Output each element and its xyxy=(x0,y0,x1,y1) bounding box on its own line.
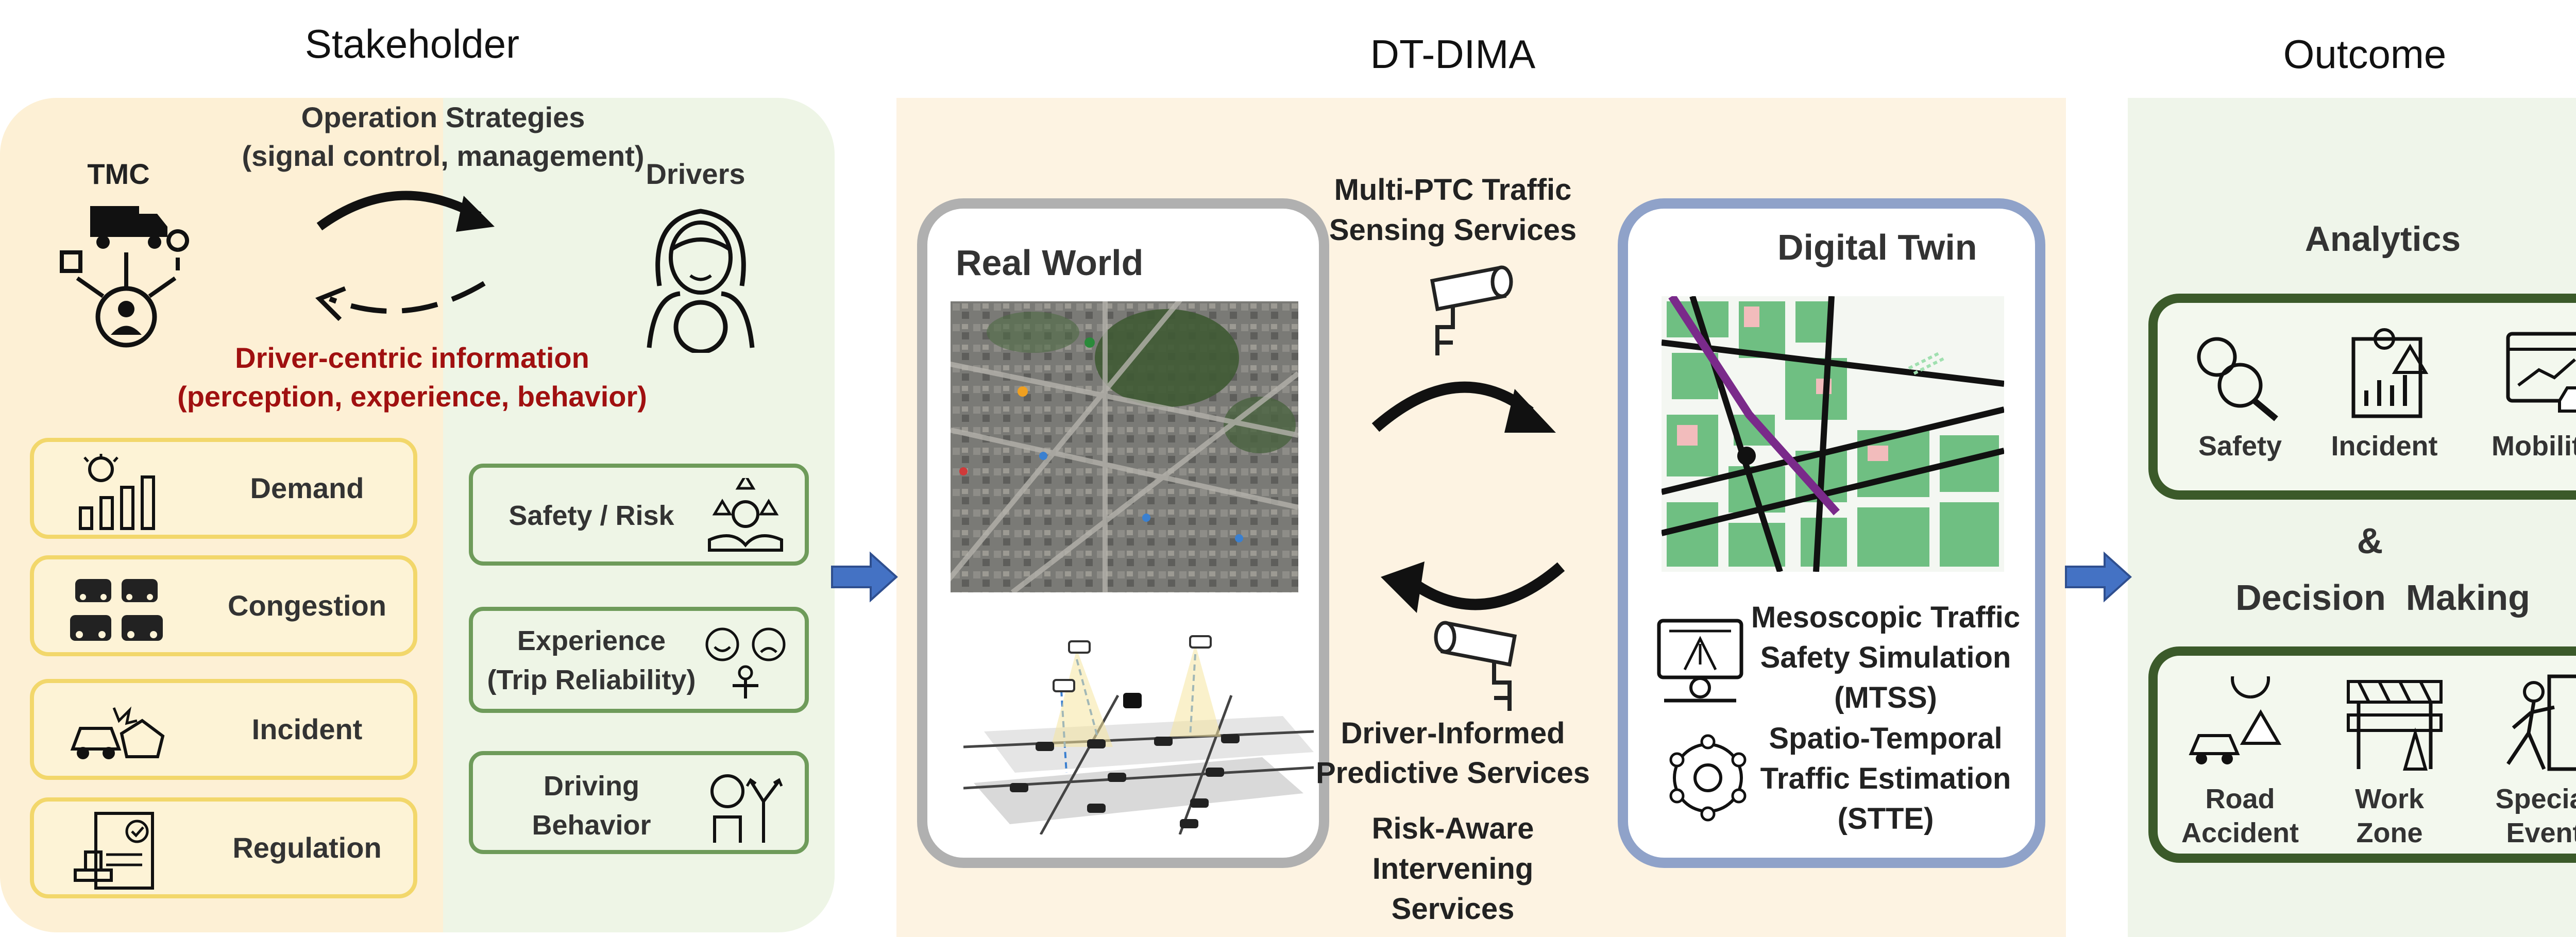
intervening-label-line2: Intervening Services xyxy=(1372,852,1534,926)
incident-label: Incident xyxy=(251,713,363,745)
blue-arrow-icon xyxy=(2065,551,2132,603)
sensing-network-illustration xyxy=(963,635,1314,834)
camera-icon xyxy=(1430,265,1513,355)
strategy-arrow-icon xyxy=(316,191,495,232)
stte-line3: (STTE) xyxy=(1837,802,1934,836)
stte-line1: Spatio-Temporal xyxy=(1769,722,2003,755)
safety-label: Safety xyxy=(2198,431,2282,462)
analytics-box: Safety Incident Mobility xyxy=(2148,294,2576,500)
driving-behavior-line1: Driving xyxy=(543,771,640,802)
regulation-box: Regulation xyxy=(30,797,417,898)
intervening-label-line1: Risk-Aware xyxy=(1371,812,1534,845)
sensing-label-line2: Sensing Services xyxy=(1329,213,1577,247)
incident-icon xyxy=(70,706,165,759)
real-world-title: Real World xyxy=(956,243,1144,283)
digital-twin-map xyxy=(1662,296,2004,572)
congestion-box: Congestion xyxy=(30,555,417,656)
special-event-line1: Special xyxy=(2495,783,2576,814)
camera-icon xyxy=(1434,621,1517,711)
predictive-label-line2: Predictive Services xyxy=(1315,756,1590,790)
road-accident-line2: Accident xyxy=(2181,817,2299,848)
driving-behavior-line2: Behavior xyxy=(532,810,651,841)
special-event-line2: Event xyxy=(2506,817,2576,848)
dtdima-title: DT-DIMA xyxy=(1370,31,1536,77)
special-event-icon xyxy=(2506,674,2576,771)
work-zone-line1: Work xyxy=(2354,783,2425,814)
road-accident-line1: Road xyxy=(2205,783,2275,814)
blue-arrow-icon xyxy=(831,551,898,603)
tmc-label: TMC xyxy=(87,158,150,190)
demand-box: Demand xyxy=(30,438,417,539)
forward-arrow-icon xyxy=(1371,381,1556,433)
satellite-map-image xyxy=(951,301,1298,592)
driver-icon xyxy=(647,209,755,353)
mtss-line3: (MTSS) xyxy=(1834,681,1937,714)
ampersand: & xyxy=(2357,521,2383,561)
feedback-arrow-icon xyxy=(315,281,486,321)
regulation-icon xyxy=(74,812,154,890)
mtss-line1: Mesoscopic Traffic xyxy=(1751,601,2021,634)
analytics-title: Analytics xyxy=(2304,219,2461,259)
safety-risk-label: Safety / Risk xyxy=(509,500,674,531)
work-zone-line2: Zone xyxy=(2356,817,2423,848)
experience-label-line1: Experience xyxy=(517,625,666,656)
road-accident-icon xyxy=(2189,676,2282,764)
outcome-title: Outcome xyxy=(2283,31,2447,77)
experience-box: Experience (Trip Reliability) xyxy=(469,607,809,713)
driving-behavior-icon xyxy=(710,774,783,843)
mtss-line2: Safety Simulation xyxy=(1760,641,2011,674)
incident-label: Incident xyxy=(2331,431,2438,462)
mobility-label: Mobility xyxy=(2492,431,2576,462)
network-icon xyxy=(1669,734,1747,822)
predictive-label-line1: Driver-Informed xyxy=(1341,717,1565,750)
driver-centric-line2: (perception, experience, behavior) xyxy=(177,380,647,413)
safety-risk-box: Safety / Risk xyxy=(469,464,809,566)
demand-label: Demand xyxy=(250,472,364,504)
experience-label-line2: (Trip Reliability) xyxy=(487,665,696,695)
operation-strategies-line2: (signal control, management) xyxy=(242,140,645,172)
congestion-icon xyxy=(70,579,163,641)
stakeholder-title: Stakeholder xyxy=(304,21,520,66)
congestion-label: Congestion xyxy=(228,589,386,622)
tmc-icon xyxy=(60,206,190,348)
decision-making-title: Decision Making xyxy=(2235,577,2530,618)
operation-strategies-line1: Operation Strategies xyxy=(301,101,585,133)
experience-icon xyxy=(705,627,786,699)
backward-arrow-icon xyxy=(1381,561,1565,613)
safety-risk-icon xyxy=(708,478,783,552)
driver-centric-line1: Driver-centric information xyxy=(235,342,589,374)
decision-box: Road Accident Work Zone Special Event xyxy=(2148,646,2576,863)
driving-behavior-box: Driving Behavior xyxy=(469,751,809,854)
digital-twin-title: Digital Twin xyxy=(1777,227,1977,267)
incident-analytics-icon xyxy=(2351,328,2429,418)
safety-analytics-icon xyxy=(2197,337,2278,421)
work-zone-icon xyxy=(2347,680,2443,771)
sensing-label-line1: Multi-PTC Traffic xyxy=(1334,173,1572,207)
demand-icon xyxy=(79,454,155,530)
drivers-label: Drivers xyxy=(646,158,745,190)
stte-line2: Traffic Estimation xyxy=(1760,762,2011,795)
mobility-analytics-icon xyxy=(2506,332,2576,413)
simulation-icon xyxy=(1657,619,1743,703)
regulation-label: Regulation xyxy=(232,831,382,864)
incident-box: Incident xyxy=(30,679,417,780)
